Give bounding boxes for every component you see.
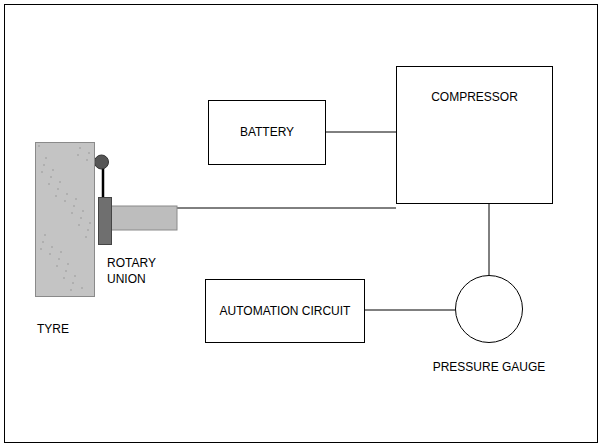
- tyre-shape-outline: [35, 142, 95, 297]
- rotary-union: ROTARY UNION: [98, 197, 177, 245]
- pressure-gauge-outline: [455, 275, 523, 343]
- connector-line: [489, 204, 490, 275]
- node-label: COMPRESSOR: [431, 89, 518, 105]
- valve-stem: [102, 168, 105, 198]
- automation-box: AUTOMATION CIRCUIT: [205, 279, 365, 343]
- battery-box: BATTERY: [208, 100, 326, 165]
- node-label: TYRE: [37, 321, 97, 337]
- connector-line: [326, 132, 396, 133]
- node-label: BATTERY: [240, 124, 294, 140]
- node-label: ROTARY UNION: [107, 255, 169, 287]
- rotary-union-outline: [98, 197, 177, 245]
- outer-frame: [5, 5, 598, 443]
- node-label: PRESSURE GAUGE: [433, 359, 546, 375]
- node-label: AUTOMATION CIRCUIT: [220, 303, 351, 319]
- compressor-box: COMPRESSOR: [396, 66, 553, 204]
- connector-line: [365, 310, 455, 311]
- pressure-gauge: PRESSURE GAUGE: [455, 275, 523, 343]
- connector-line: [177, 208, 396, 209]
- valve-cap: [95, 155, 109, 169]
- tyre-shape: TYRE: [35, 142, 95, 297]
